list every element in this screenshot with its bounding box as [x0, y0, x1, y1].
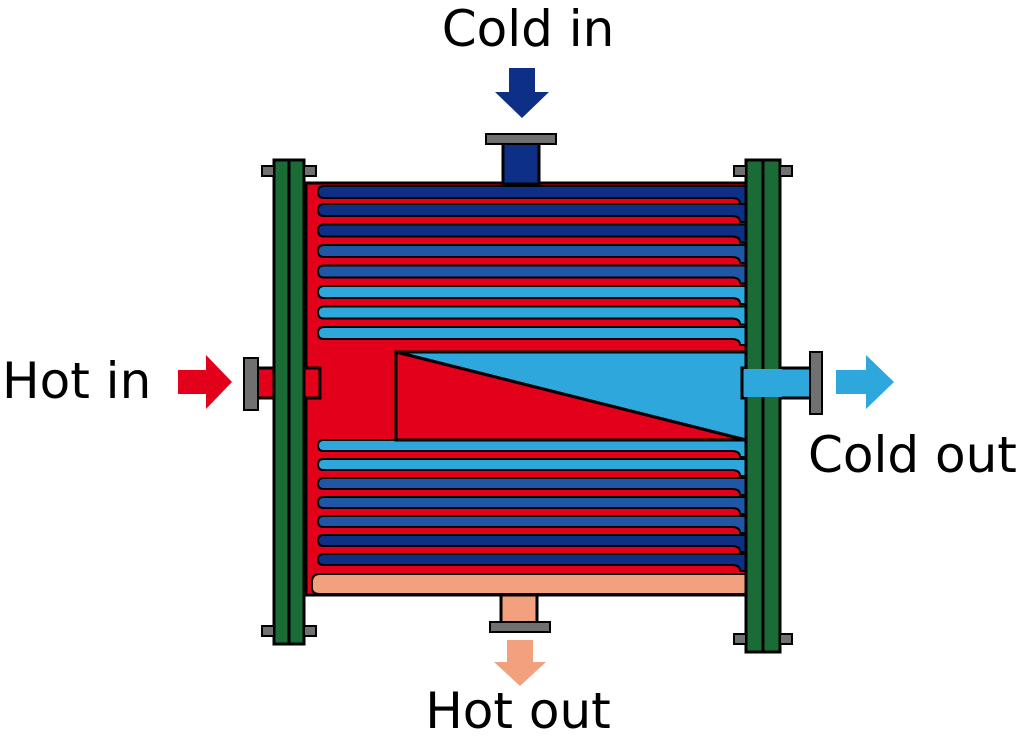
tube-channel	[316, 185, 747, 205]
tube-channel	[316, 515, 747, 534]
hot-in-arrow-icon	[178, 355, 232, 409]
cold-outlet-flange	[809, 351, 823, 415]
label-hot-in: Hot in	[2, 352, 151, 410]
cold-inlet-pipe	[501, 140, 541, 186]
tube-channel	[316, 496, 747, 515]
hot-outlet-pipe	[499, 593, 539, 627]
lower-tube-bundle	[316, 439, 747, 572]
cold-in-arrow-icon	[495, 68, 549, 118]
left-tube-sheet	[261, 158, 317, 646]
cold-out-arrow-icon	[836, 355, 894, 409]
label-cold-in: Cold in	[442, 0, 615, 58]
tube-channel	[316, 458, 747, 477]
tube-channel	[316, 439, 747, 458]
tube-channel	[316, 534, 747, 553]
hot-out-arrow-icon	[494, 640, 546, 686]
right-tube-sheet	[733, 158, 793, 654]
tube-channel	[316, 477, 747, 496]
label-cold-out: Cold out	[808, 426, 1017, 484]
tube-channel	[316, 203, 747, 223]
tube-channel	[316, 326, 747, 346]
hot-out-channel	[311, 573, 747, 595]
tube-channel	[316, 244, 747, 264]
hot-outlet-flange	[489, 621, 551, 633]
upper-tube-bundle	[316, 185, 747, 346]
cold-outlet-passage	[744, 369, 782, 397]
tube-channel	[316, 264, 747, 285]
hot-baffle-wedge	[394, 350, 747, 442]
tube-channel	[316, 223, 747, 244]
tube-channel	[316, 305, 747, 326]
hot-inlet-flange	[243, 357, 259, 411]
tube-channel	[316, 553, 747, 572]
tube-channel	[316, 285, 747, 305]
cold-inlet-flange	[485, 133, 557, 145]
label-hot-out: Hot out	[425, 682, 611, 737]
